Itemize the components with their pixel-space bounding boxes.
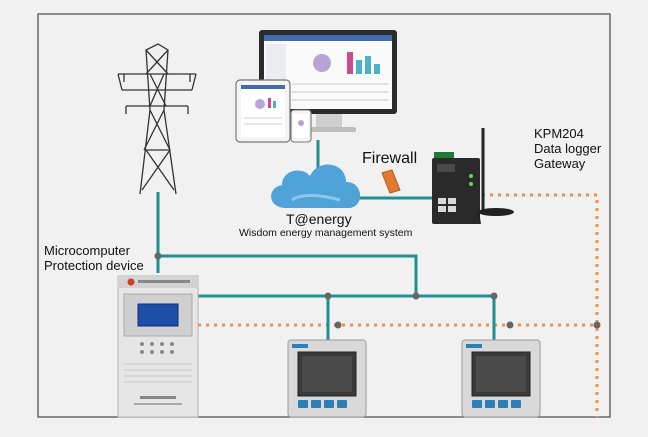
junction-dot [490, 292, 498, 300]
phone-icon [290, 109, 312, 143]
junction-dot [593, 321, 601, 329]
gateway-icon [432, 128, 514, 225]
gateway-dotted-line [482, 193, 599, 417]
dotted-comm-lines [198, 193, 599, 417]
transmission-tower-icon [117, 43, 197, 195]
protection-label-line2: Protection device [44, 257, 144, 273]
gateway-label: KPM204 Data logger Gateway [534, 126, 602, 172]
tablet-icon [235, 79, 291, 143]
gateway-label-line1: KPM204 [534, 126, 584, 141]
protection-label-line1: Microcomputer [44, 243, 130, 258]
junction-dot [324, 292, 332, 300]
junction-dot [154, 252, 162, 260]
junction-dot [412, 292, 420, 300]
power-meter-icon [287, 339, 367, 418]
gateway-label-line3: Gateway [534, 155, 586, 171]
firewall-icon [381, 169, 401, 194]
system-name-label: T@energy [286, 211, 352, 227]
junction-dot [506, 321, 514, 329]
gateway-label-line2: Data logger [534, 140, 602, 156]
junctions [154, 252, 601, 329]
main-bus [158, 254, 418, 296]
protection-device-label: Microcomputer Protection device [44, 243, 144, 274]
power-meter-icon [461, 339, 541, 418]
junction-dot [334, 321, 342, 329]
protection-device-icon [117, 275, 199, 418]
cloud-icon [271, 164, 361, 208]
firewall-label: Firewall [362, 150, 418, 167]
system-subtitle-label: Wisdom energy management system [239, 227, 413, 239]
